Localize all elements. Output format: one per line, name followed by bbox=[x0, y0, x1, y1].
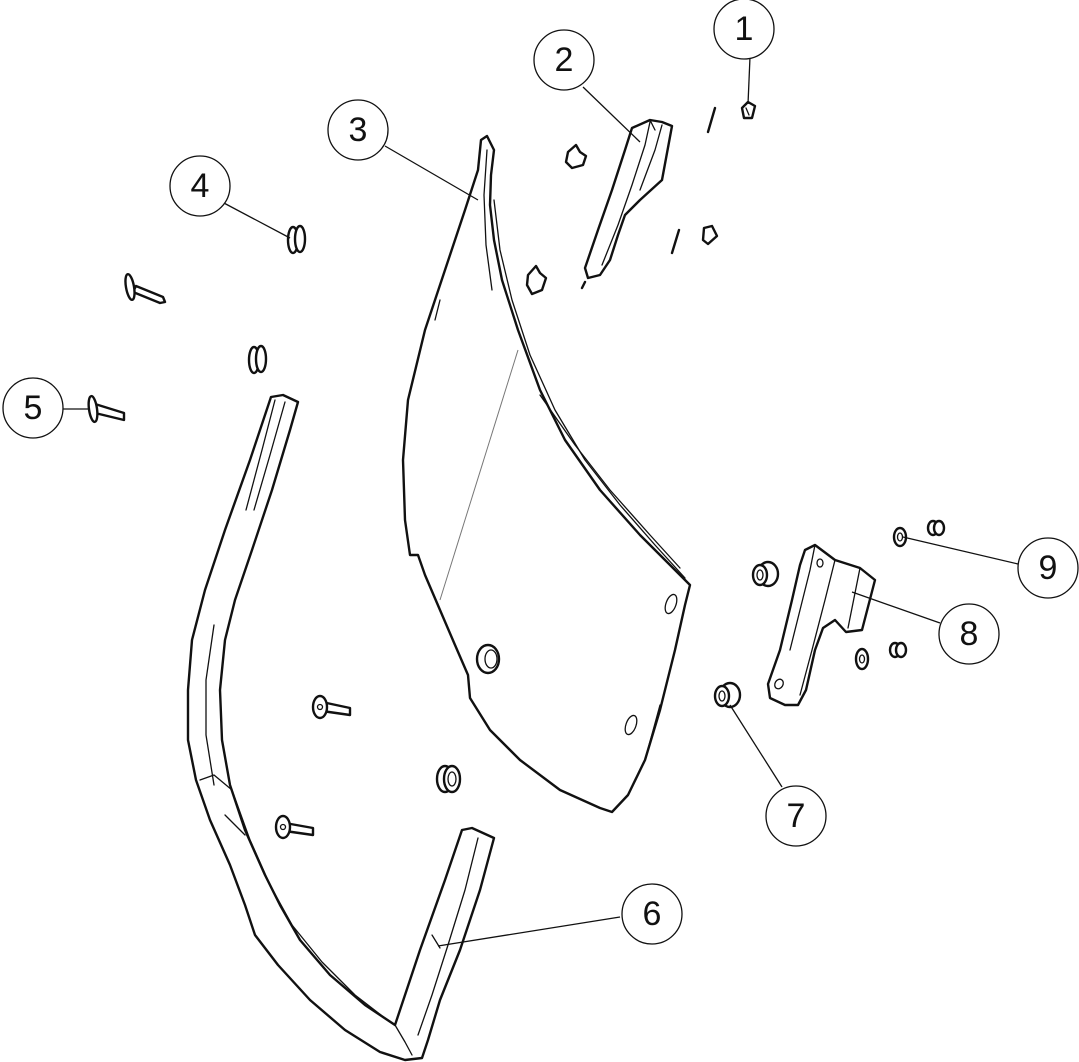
part-2-upper-bracket bbox=[580, 118, 674, 290]
part-1-nut bbox=[740, 100, 757, 120]
callout-1: 1 bbox=[713, 0, 775, 60]
part-3-windshield bbox=[401, 134, 692, 814]
callout-8: 8 bbox=[938, 603, 1000, 665]
leader-3 bbox=[384, 145, 479, 201]
part-9-washer-nut bbox=[892, 519, 946, 548]
leader-9 bbox=[902, 536, 1019, 565]
callout-7-label: 7 bbox=[787, 797, 806, 835]
callout-2: 2 bbox=[533, 29, 595, 91]
part-8-lower-bracket bbox=[766, 543, 877, 707]
callout-6: 6 bbox=[621, 883, 683, 945]
callout-5: 5 bbox=[2, 377, 64, 439]
hardware bbox=[87, 100, 946, 840]
callout-4: 4 bbox=[169, 155, 231, 217]
leader-6 bbox=[437, 916, 621, 947]
callout-3-label: 3 bbox=[349, 111, 368, 149]
part-4-grommet bbox=[286, 224, 307, 255]
callout-8-label: 8 bbox=[960, 615, 979, 653]
pin-lower bbox=[274, 814, 315, 840]
part-7-spacer bbox=[713, 681, 742, 709]
callout-9-label: 9 bbox=[1039, 549, 1058, 587]
leader-lines bbox=[63, 56, 1019, 947]
callout-6-label: 6 bbox=[643, 895, 662, 933]
callout-9: 9 bbox=[1017, 537, 1079, 599]
part-6-trim-strip bbox=[186, 393, 496, 1062]
callouts: 1 2 3 4 5 6 7 8 bbox=[2, 0, 1079, 945]
part-5-pin bbox=[87, 394, 126, 424]
leader-7 bbox=[729, 704, 783, 788]
callout-2-label: 2 bbox=[555, 41, 574, 79]
spacer-upper bbox=[751, 560, 780, 588]
leader-1 bbox=[747, 56, 751, 105]
pin-upper bbox=[124, 272, 167, 305]
leader-8 bbox=[851, 591, 941, 624]
pin-middle bbox=[311, 694, 352, 720]
leader-4 bbox=[221, 201, 291, 239]
callout-7: 7 bbox=[765, 785, 827, 847]
leader-2 bbox=[582, 86, 641, 143]
callout-1-label: 1 bbox=[735, 10, 754, 48]
grommet-lower bbox=[435, 764, 462, 794]
callout-3: 3 bbox=[327, 99, 389, 161]
callout-4-label: 4 bbox=[191, 167, 210, 205]
callout-5-label: 5 bbox=[24, 389, 43, 427]
